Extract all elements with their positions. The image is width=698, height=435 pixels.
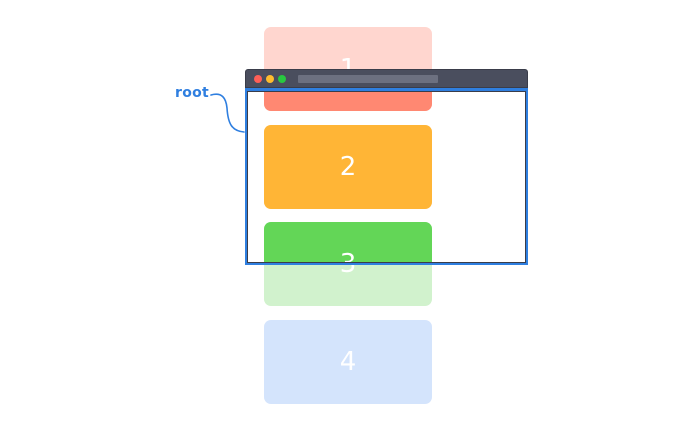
close-dot-icon (254, 75, 262, 83)
root-viewport: 1 2 3 (246, 88, 527, 264)
address-bar (298, 75, 438, 83)
card-1-visible: 1 (264, 88, 432, 111)
root-label: root (175, 85, 210, 101)
window-titlebar (245, 69, 528, 88)
card-4-faded-label: 4 (339, 347, 357, 377)
root-viewport-frame (245, 88, 528, 265)
card-4-faded: 4 (264, 320, 432, 404)
card-2-visible-label: 2 (339, 152, 357, 182)
zoom-dot-icon (278, 75, 286, 83)
card-3-visible-label: 3 (339, 249, 357, 264)
card-3-visible: 3 (264, 222, 432, 264)
card-2-visible: 2 (264, 125, 432, 209)
minimize-dot-icon (266, 75, 274, 83)
